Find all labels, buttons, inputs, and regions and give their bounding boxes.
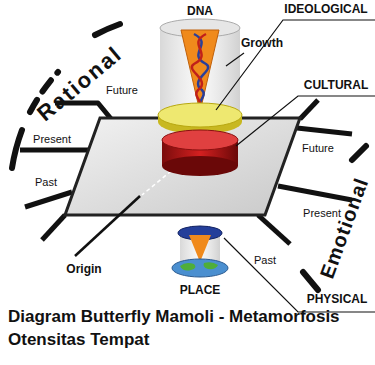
axis-label: Emotional xyxy=(316,175,373,282)
part-name: PLACE xyxy=(180,284,221,297)
origin-line xyxy=(75,196,140,256)
plane-legs xyxy=(20,100,352,244)
arc-bars xyxy=(12,24,366,290)
ideological-disc xyxy=(158,103,242,127)
globe xyxy=(172,259,228,277)
layer-name: PHYSICAL xyxy=(307,293,368,306)
diagram-title: Diagram Butterfly Mamoli - Metamorfosis … xyxy=(8,306,343,352)
lower-cone xyxy=(189,235,211,262)
leader-lines xyxy=(216,20,375,312)
cultural-cylinder xyxy=(162,156,238,176)
place-plane xyxy=(65,118,300,215)
part-name: DNA xyxy=(187,5,213,18)
layer-name: CULTURAL xyxy=(304,79,368,92)
part-name: Origin xyxy=(66,263,101,276)
globe-land xyxy=(180,262,218,270)
time-label: Past xyxy=(35,176,57,188)
dna-cone xyxy=(181,30,219,112)
cultural-cylinder xyxy=(162,130,238,150)
layer-name: IDEOLOGICAL xyxy=(284,3,367,16)
time-label: Present xyxy=(33,133,71,145)
dna-strand xyxy=(192,34,206,108)
time-label: Past xyxy=(254,254,276,266)
part-name: Growth xyxy=(241,37,283,50)
time-label: Future xyxy=(302,142,334,154)
time-label: Future xyxy=(106,84,138,96)
